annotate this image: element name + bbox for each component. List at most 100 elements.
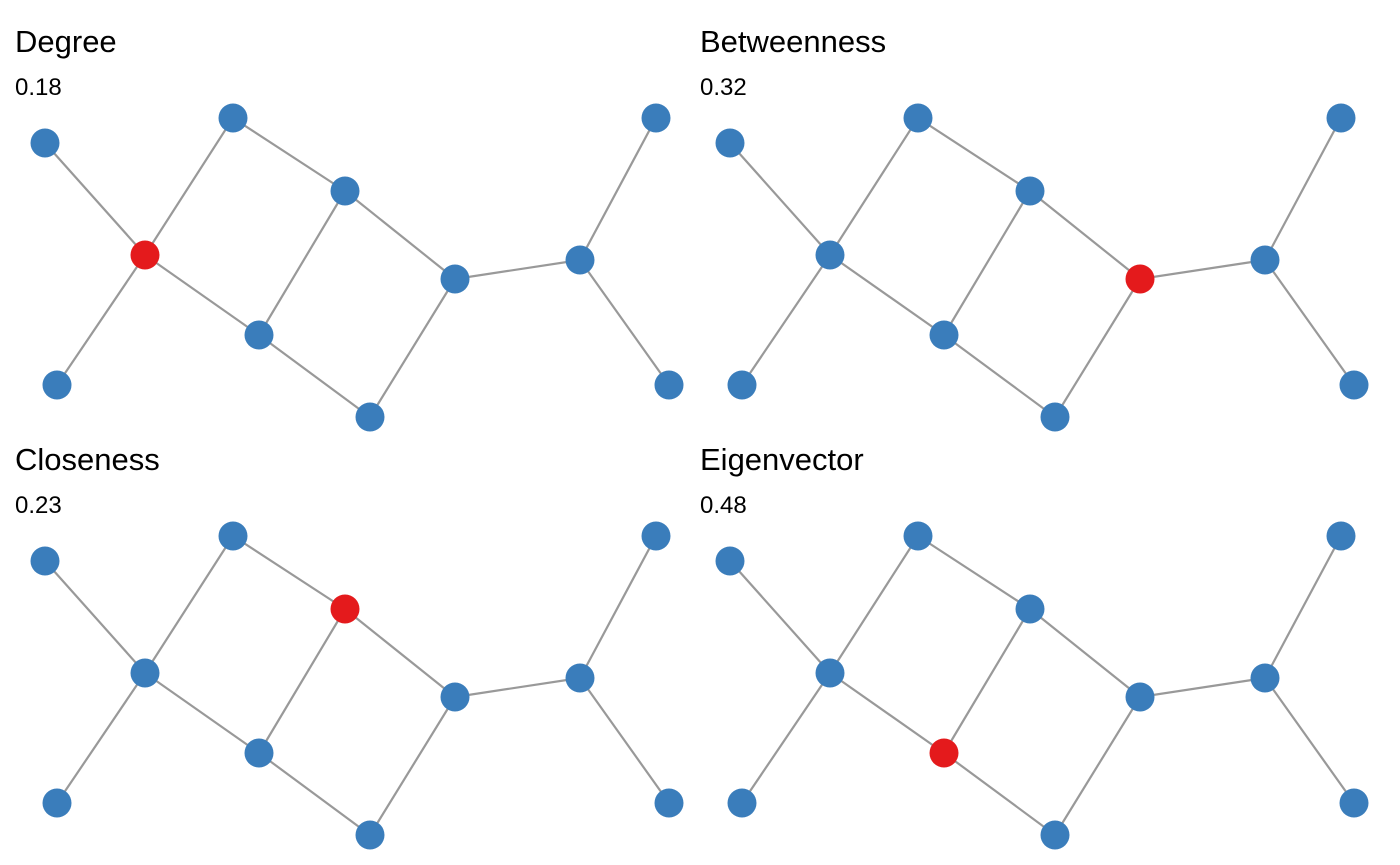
graph-edge <box>344 190 456 280</box>
graph-node <box>42 370 72 400</box>
graph-edge <box>729 142 831 256</box>
graph-edge <box>1029 190 1141 280</box>
graph-node <box>641 103 671 133</box>
graph-node <box>565 663 595 693</box>
graph-node <box>1339 788 1369 818</box>
graph-edge <box>232 117 346 192</box>
graph-edge <box>56 254 146 386</box>
graph-node <box>218 103 248 133</box>
graph-edge <box>943 608 1031 754</box>
panel-value: 0.18 <box>15 74 62 101</box>
network-graph <box>30 103 684 432</box>
network-graph <box>30 521 684 850</box>
graph-edge <box>232 535 346 610</box>
graph-node <box>244 320 274 350</box>
graph-edge <box>1054 696 1141 836</box>
panel-degree: Degree 0.18 <box>0 0 685 432</box>
graph-edge <box>1139 676 1266 699</box>
graph-edge <box>1139 258 1266 281</box>
graph-edge <box>144 535 234 674</box>
graph-node <box>654 788 684 818</box>
graph-edge <box>729 560 831 674</box>
panel-value: 0.32 <box>700 74 747 101</box>
graph-edge <box>1264 117 1342 261</box>
graph-node <box>727 788 757 818</box>
graph-node <box>355 820 385 850</box>
graph-edge <box>917 117 1031 192</box>
panel-title: Betweenness <box>700 24 887 59</box>
graph-node <box>815 240 845 270</box>
graph-edge <box>829 535 919 674</box>
graph-node <box>1015 594 1045 624</box>
graph-node <box>440 264 470 294</box>
highlighted-node <box>130 240 160 270</box>
graph-node <box>1339 370 1369 400</box>
graph-edge <box>741 672 831 804</box>
graph-node <box>30 128 60 158</box>
graph-node <box>654 370 684 400</box>
graph-edge <box>943 334 1056 418</box>
graph-edge <box>44 560 146 674</box>
graph-node <box>815 658 845 688</box>
graph-edge <box>44 142 146 256</box>
graph-edge <box>917 535 1031 610</box>
panel-value: 0.48 <box>700 492 747 519</box>
graph-node <box>1326 521 1356 551</box>
network-graph <box>715 103 1369 432</box>
graph-edge <box>369 278 456 418</box>
graph-node <box>218 521 248 551</box>
graph-node <box>727 370 757 400</box>
graph-node <box>903 103 933 133</box>
panel-closeness: Closeness 0.23 <box>0 418 685 850</box>
graph-edge <box>943 752 1056 836</box>
graph-edge <box>144 254 260 336</box>
panel-eigenvector: Eigenvector 0.48 <box>685 418 1370 850</box>
graph-edge <box>579 535 657 679</box>
graph-edge <box>829 254 945 336</box>
graph-node <box>565 245 595 275</box>
graph-node <box>355 402 385 432</box>
panel-value: 0.23 <box>15 492 62 519</box>
graph-node <box>1250 245 1280 275</box>
highlighted-node <box>330 594 360 624</box>
graph-node <box>1326 103 1356 133</box>
graph-node <box>1250 663 1280 693</box>
graph-node <box>440 682 470 712</box>
graph-edge <box>579 677 670 804</box>
graph-edge <box>829 672 945 754</box>
panel-title: Closeness <box>15 442 160 477</box>
network-graph <box>715 521 1369 850</box>
graph-edge <box>943 190 1031 336</box>
graph-node <box>1015 176 1045 206</box>
graph-edge <box>144 117 234 256</box>
graph-edge <box>454 258 581 281</box>
graph-node <box>30 546 60 576</box>
highlighted-node <box>929 738 959 768</box>
graph-edge <box>829 117 919 256</box>
graph-node <box>1040 402 1070 432</box>
graph-edge <box>369 696 456 836</box>
graph-edge <box>741 254 831 386</box>
graph-edge <box>56 672 146 804</box>
graph-edge <box>144 672 260 754</box>
graph-edge <box>1264 535 1342 679</box>
graph-node <box>903 521 933 551</box>
panel-betweenness: Betweenness 0.32 <box>685 0 1370 432</box>
graph-node <box>1125 682 1155 712</box>
graph-edge <box>1029 608 1141 698</box>
graph-edge <box>579 259 670 386</box>
graph-edge <box>258 608 346 754</box>
graph-edge <box>1264 677 1355 804</box>
graph-node <box>1040 820 1070 850</box>
highlighted-node <box>1125 264 1155 294</box>
panel-title: Degree <box>15 24 117 59</box>
graph-edge <box>579 117 657 261</box>
graph-node <box>42 788 72 818</box>
graph-edge <box>1054 278 1141 418</box>
graph-edge <box>258 752 371 836</box>
graph-edge <box>344 608 456 698</box>
graph-edge <box>258 190 346 336</box>
graph-edge <box>1264 259 1355 386</box>
graph-node <box>929 320 959 350</box>
graph-node <box>244 738 274 768</box>
